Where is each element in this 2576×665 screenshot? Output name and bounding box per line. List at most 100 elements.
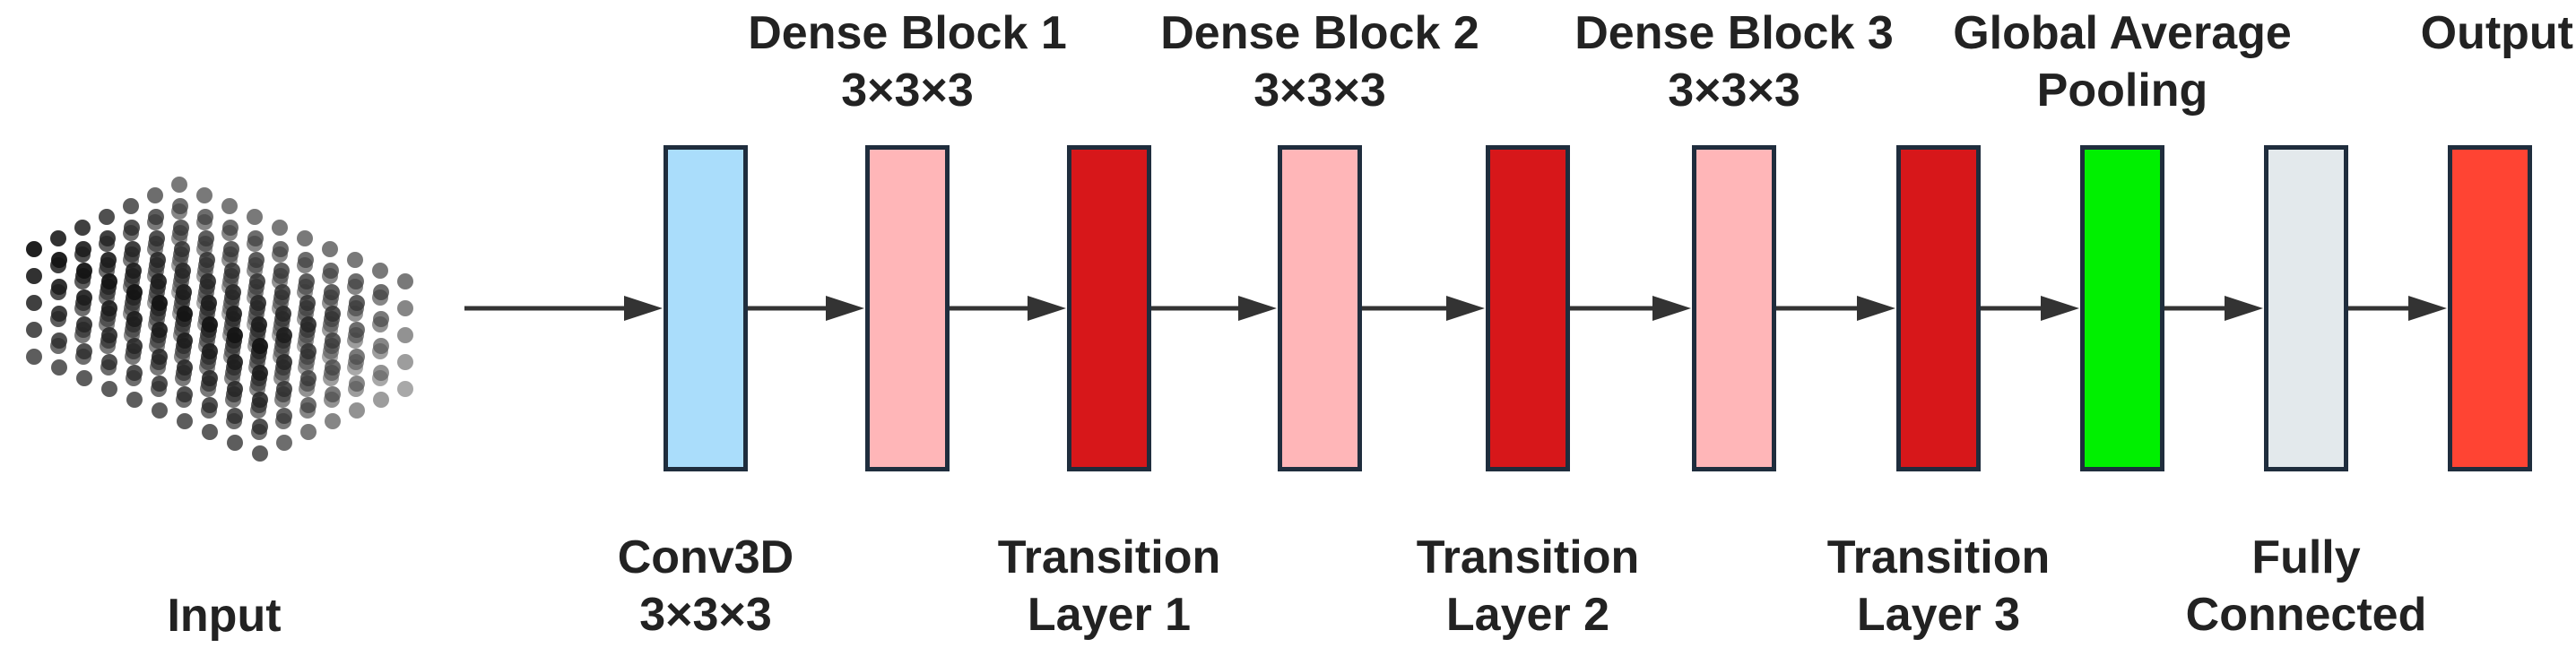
- arrow-head: [1652, 296, 1691, 321]
- voxel-dot: [397, 354, 413, 370]
- voxel-dot: [202, 424, 218, 440]
- arrow-4: [1151, 296, 1277, 321]
- voxel-dot: [51, 252, 67, 268]
- arrow-head: [1238, 296, 1277, 321]
- voxel-dot: [372, 263, 388, 279]
- voxel-dot: [76, 289, 92, 306]
- voxel-dot: [74, 220, 91, 236]
- voxel-dot: [397, 273, 413, 289]
- voxel-dot: [171, 177, 187, 193]
- voxel-dot: [300, 397, 317, 413]
- voxel-dot: [300, 343, 317, 359]
- label-transition2-line-1: Transition: [1416, 531, 1640, 583]
- arrow-3: [950, 296, 1066, 321]
- block-dense2: [1278, 145, 1362, 471]
- voxel-dot: [101, 327, 117, 343]
- label-output-line-1: Output: [2420, 7, 2573, 59]
- arrow-head: [826, 296, 864, 321]
- voxel-dot: [152, 376, 168, 392]
- voxel-dot: [324, 284, 340, 300]
- arrow-head: [624, 296, 663, 321]
- voxel-dot: [177, 359, 193, 376]
- voxel-dot: [227, 381, 243, 397]
- label-dense3-line-2: 3×3×3: [1668, 65, 1800, 117]
- voxel-dot: [349, 295, 365, 311]
- voxel-dot: [325, 413, 341, 429]
- label-dense1-line-2: 3×3×3: [841, 65, 974, 117]
- block-output: [2448, 145, 2532, 471]
- block-dense3: [1692, 145, 1776, 471]
- voxel-dot: [325, 386, 341, 402]
- voxel-dot: [51, 332, 67, 349]
- arrow-head: [1028, 296, 1066, 321]
- voxel-dot: [177, 386, 193, 402]
- voxel-dot: [76, 263, 92, 279]
- voxel-dot: [101, 381, 117, 397]
- voxel-dot: [51, 359, 67, 376]
- voxel-dot: [373, 311, 389, 327]
- voxel-dot: [225, 284, 241, 300]
- block-transition2: [1486, 145, 1570, 471]
- voxel-dot: [99, 209, 115, 225]
- voxel-dot: [126, 338, 143, 354]
- input-voxel-cube: [26, 177, 413, 462]
- arrow-9: [2164, 296, 2263, 321]
- voxel-dot: [227, 327, 243, 343]
- voxel-dot: [172, 198, 188, 214]
- voxel-dot: [100, 230, 116, 246]
- voxel-dot: [149, 230, 165, 246]
- label-gap-line-2: Pooling: [2036, 65, 2208, 117]
- voxel-dot: [322, 241, 338, 257]
- voxel-dot: [373, 365, 389, 381]
- voxel-dot: [247, 209, 263, 225]
- voxel-dot: [26, 349, 42, 365]
- label-transition3-line-2: Layer 3: [1856, 589, 2021, 641]
- voxel-dot: [76, 316, 92, 332]
- voxel-dot: [397, 300, 413, 316]
- voxel-dot: [349, 376, 365, 392]
- voxel-dot: [101, 300, 117, 316]
- voxel-dot: [348, 273, 364, 289]
- voxel-dot: [196, 187, 212, 203]
- label-fc-line-2: Connected: [2185, 589, 2427, 641]
- voxel-dot: [222, 220, 239, 236]
- voxel-dot: [249, 273, 265, 289]
- voxel-dot: [397, 381, 413, 397]
- arrow-8: [1981, 296, 2079, 321]
- voxel-dot: [252, 419, 268, 435]
- voxel-dot: [272, 220, 288, 236]
- voxel-dot: [152, 322, 168, 338]
- input-label: Input: [167, 590, 282, 642]
- arrow-2: [748, 296, 864, 321]
- arrow-1: [464, 296, 663, 321]
- voxel-dot: [197, 209, 213, 225]
- voxel-dot: [299, 273, 315, 289]
- voxel-dot: [101, 354, 117, 370]
- voxel-dot: [50, 230, 66, 246]
- label-conv3d-line-2: 3×3×3: [639, 589, 772, 641]
- voxel-dot: [227, 435, 243, 451]
- arrow-head: [2225, 296, 2263, 321]
- voxel-dot: [274, 284, 291, 300]
- block-dense1: [865, 145, 950, 471]
- voxel-dot: [347, 252, 363, 268]
- voxel-dot: [325, 359, 341, 376]
- voxel-dot: [252, 365, 268, 381]
- voxel-dot: [51, 279, 67, 295]
- label-gap-line-1: Global Average: [1953, 7, 2292, 59]
- voxel-dot: [125, 241, 141, 257]
- voxel-dot: [151, 273, 167, 289]
- label-dense2-line-2: 3×3×3: [1253, 65, 1386, 117]
- block-transition3: [1896, 145, 1981, 471]
- voxel-dot: [198, 230, 214, 246]
- voxel-dot: [224, 263, 240, 279]
- voxel-dot: [177, 332, 193, 349]
- voxel-dot: [325, 306, 341, 322]
- voxel-dot: [273, 263, 290, 279]
